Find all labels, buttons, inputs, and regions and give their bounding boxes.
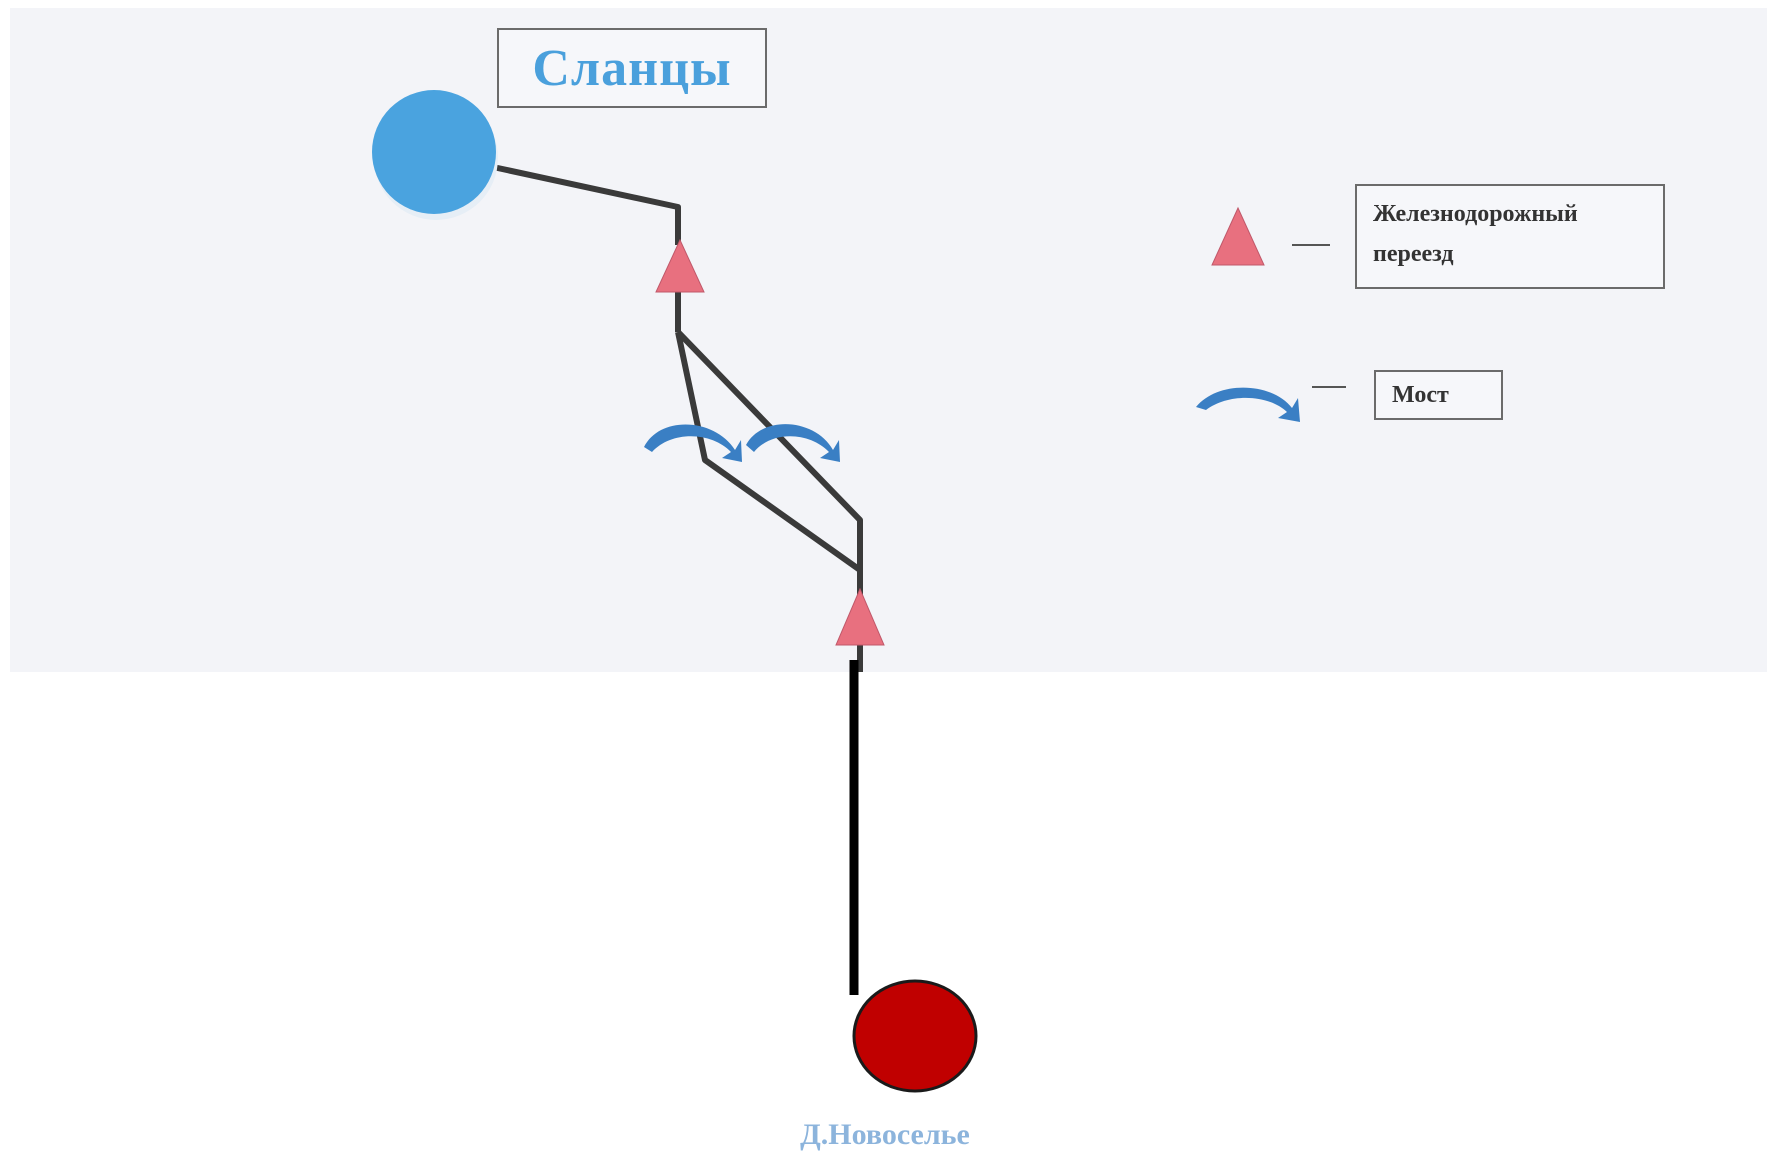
legend-bridge-label: Мост — [1392, 382, 1449, 408]
railway-crossing-icon — [835, 587, 885, 646]
route-lines — [492, 164, 863, 672]
legend-railway-crossing-label: Железнодорожный переезд — [1373, 201, 1578, 267]
start-city-label: Сланцы — [532, 39, 732, 97]
bridge-icon — [746, 424, 840, 462]
end-village-marker — [852, 979, 978, 1093]
route-left-branch — [675, 331, 862, 573]
route-right-branch — [675, 329, 863, 595]
legend-railway-crossing: Железнодорожный переезд — [1355, 184, 1665, 289]
start-city-label-box: Сланцы — [497, 28, 767, 108]
railway-crossing-icon — [655, 238, 705, 293]
start-city-marker — [372, 90, 498, 220]
scanned-map-background — [10, 8, 1767, 672]
end-village-label: Д.Новоселье — [800, 1118, 970, 1151]
legend-crossing-icon — [1211, 206, 1265, 266]
legend-bridge-icon — [1196, 387, 1300, 422]
bridge-icon — [644, 424, 742, 462]
route-segment-city-to-crossing — [492, 164, 681, 245]
legend-bridge: Мост — [1374, 370, 1503, 420]
